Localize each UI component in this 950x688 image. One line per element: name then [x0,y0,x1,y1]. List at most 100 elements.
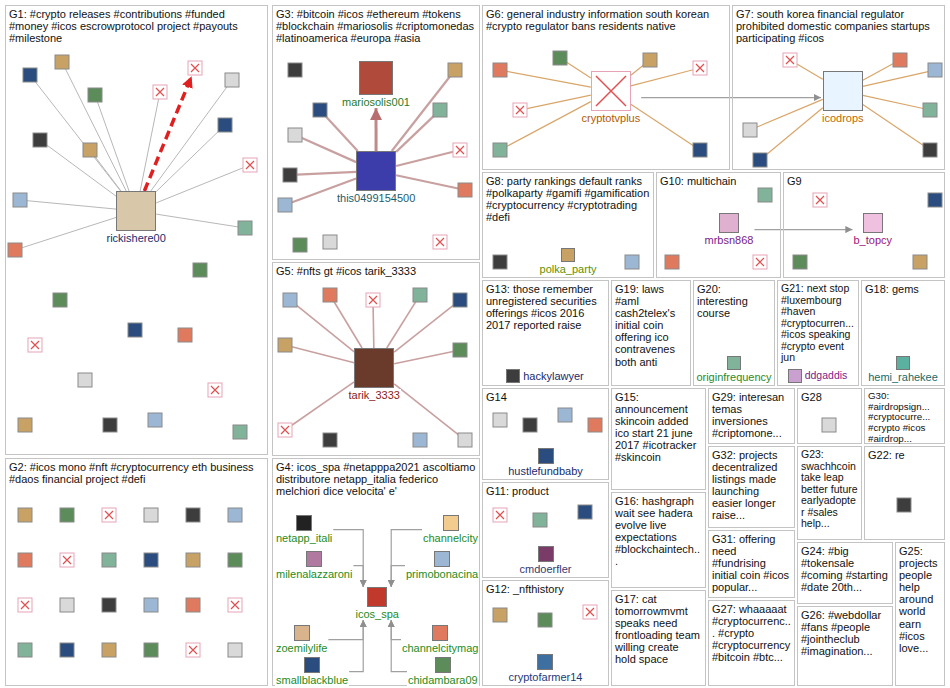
user-node: rickishere00 [106,191,167,244]
group-label: G28 [801,391,858,403]
avatar-square [513,103,527,117]
group-label: G13: those remember unregistered securit… [486,283,605,331]
group-label: G17: cat tomorrowmvmt speaks need frontl… [615,593,702,666]
group-box: G6: general industry information south k… [482,5,730,170]
group-box: G12: _nfthistorycryptofarmer14 [482,580,609,686]
avatar-square [893,53,907,67]
avatar-square [218,118,232,132]
broken-image-cross [436,238,444,246]
group-box: G5: #nfts gt #icos tarik_3333tarik_3333 [272,262,480,456]
avatar-icon [83,143,97,157]
avatar-square [83,143,97,157]
group-box: G29: interesan temas inversiones #cripto… [708,388,795,444]
avatar-icon [102,508,116,522]
broken-image-cross [586,608,594,616]
user-node: icodrops [821,71,865,124]
avatar-square [693,143,707,157]
avatar-square [293,238,307,252]
avatar-icon [186,553,200,567]
avatar-square [228,553,242,567]
avatar-icon [218,118,232,132]
avatar-icon [323,433,337,447]
avatar-icon [102,643,116,657]
avatar-square [928,63,942,77]
avatar-icon [293,238,307,252]
group-box: G15: announcement skincoin added ico sta… [611,388,706,490]
avatar-square [758,188,772,202]
avatar-icon [727,356,741,370]
avatar-icon [18,418,32,432]
broken-image-cross [369,296,377,304]
group-box: G8: party rankings default ranks #polkap… [482,172,654,278]
avatar-square [538,613,552,627]
avatar-square [18,508,32,522]
avatar-square [783,53,797,67]
broken-image-cross [596,76,626,106]
avatar-square [822,418,836,432]
avatar-square [433,103,447,117]
user-node: this0499154500 [336,151,416,204]
avatar-icon [453,143,467,157]
avatar-square [23,68,37,82]
avatar-icon [228,643,242,657]
avatar-icon [434,551,450,567]
user-label: channelcitymag [401,642,479,654]
avatar-square [148,413,162,427]
broken-image-cross [786,56,794,64]
avatar-icon [238,221,252,235]
avatar-square [523,418,537,432]
user-label: cryptofarmer14 [508,671,584,683]
avatar-icon [453,293,467,307]
avatar-icon [823,71,863,111]
broken-image-cross [231,601,239,609]
broken-avatar [591,71,631,111]
avatar-icon [913,255,927,269]
avatar-icon [8,243,22,257]
group-box: G11: productcmdoerfler [482,482,609,578]
avatar-square [493,143,507,157]
group-box: G26: #webdollar #fans #people #jointhecl… [797,606,893,686]
avatar-icon [822,418,836,432]
group-label: G4: icos_spa #netapppa2021 ascoltiamo di… [276,461,476,497]
avatar-icon [923,143,937,157]
avatar-square [278,198,292,212]
avatar-icon [304,657,320,673]
avatar-icon [60,598,74,612]
avatar-icon [128,323,142,337]
spoke-line [325,115,358,151]
user-label: icodrops [821,112,865,124]
broken-image-cross [456,146,464,154]
user-label: originfrequency [695,371,772,383]
avatar-icon [88,88,102,102]
spoke-line [394,351,453,363]
group-label: G21: next stop #luxembourg #haven #crypt… [781,283,855,364]
spoke-line [796,64,823,80]
avatar-icon [923,103,937,117]
avatar-square [128,323,142,337]
avatar-square [78,373,92,387]
avatar-square [55,55,69,69]
avatar-icon [553,51,567,65]
avatar-square [793,255,807,269]
broken-image-cross [211,386,219,394]
avatar-icon [228,598,242,612]
group-label: G10: multichain [660,175,777,187]
group-box: G23: swachhcoin take leap better future … [797,446,862,540]
group-label: G19: laws #aml cash2telex's initial coin… [615,283,687,368]
group-label: G5: #nfts gt #icos tarik_3333 [276,265,476,277]
user-label: hustlefundbaby [507,465,584,477]
group-label: G1: #crypto releases #contributions #fun… [9,8,264,44]
broken-image-cross [156,88,164,96]
avatar-square [233,425,247,439]
user-node: netapp_itali [275,515,333,544]
avatar-square [583,605,597,619]
avatar-square [413,288,427,302]
group-label: G2: #icos mono #nft #cryptocurrency eth … [9,461,264,485]
avatar-icon [448,63,462,77]
avatar-icon [433,103,447,117]
avatar-icon [743,123,757,137]
avatar-square [493,413,507,427]
avatar-square [188,61,202,75]
avatar-square [453,293,467,307]
